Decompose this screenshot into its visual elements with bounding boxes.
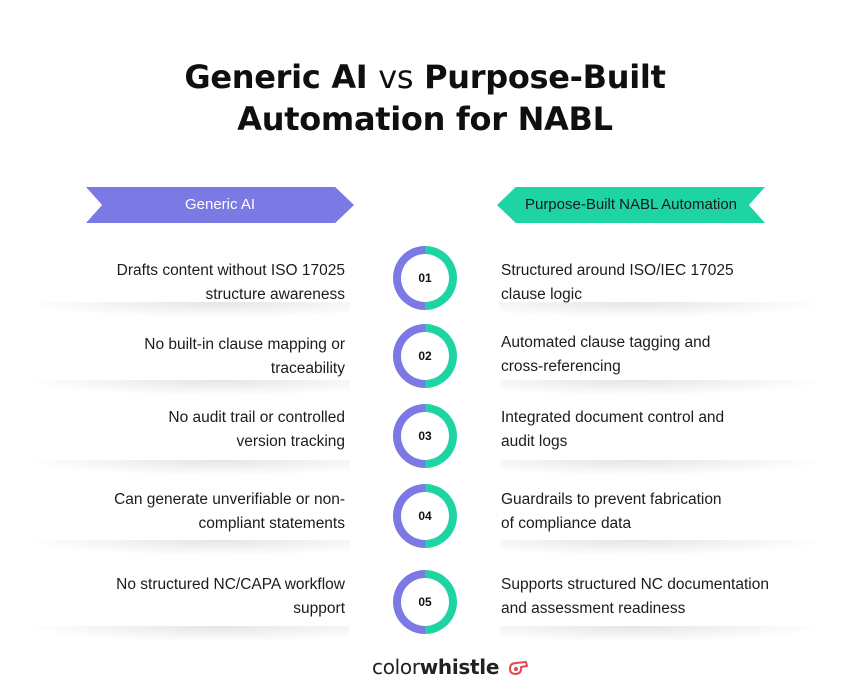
number-ring: 02 [393,324,457,388]
purpose-built-point: Integrated document control and audit lo… [501,406,791,454]
generic-ai-banner: Generic AI [86,187,354,223]
purpose-built-point: Supports structured NC documentation and… [501,573,791,621]
purpose-built-point: Automated clause tagging and cross-refer… [501,331,791,379]
title-generic-ai: Generic AI [184,58,368,96]
text-line: Automated clause tagging and [501,334,711,351]
number-ring: 01 [393,246,457,310]
text-line: Structured around ISO/IEC 17025 [501,262,734,279]
row-divider-right [500,380,830,396]
text-line: No structured NC/CAPA workflow [116,576,345,593]
purpose-built-point: Guardrails to prevent fabrication of com… [501,488,791,536]
number-ring: 05 [393,570,457,634]
logo-text-whistle: whistle [419,655,500,679]
row-divider-left [20,540,350,556]
purpose-built-banner: Purpose-Built NABL Automation [497,187,765,223]
generic-ai-point: No built-in clause mapping or traceabili… [85,333,345,381]
row-number: 01 [401,254,449,302]
whistle-icon [509,661,529,675]
row-divider-left [20,380,350,396]
text-line: and assessment readiness [501,600,686,617]
row-number: 05 [401,578,449,626]
text-line: Integrated document control and [501,409,725,426]
text-line: No audit trail or controlled [168,409,345,426]
row-number: 04 [401,492,449,540]
comparison-row-01: Drafts content without ISO 17025 structu… [0,238,850,318]
page-title: Generic AI vs Purpose-Built Automation f… [0,56,850,140]
row-divider-left [20,302,350,318]
text-line: support [293,600,345,617]
generic-ai-point: Can generate unverifiable or non- compli… [85,488,345,536]
row-divider-left [20,460,350,476]
generic-ai-point: No structured NC/CAPA workflow support [85,573,345,621]
text-line: traceability [270,360,345,377]
text-line: Can generate unverifiable or non- [114,491,345,508]
title-line-2: Automation for NABL [237,100,613,138]
number-ring: 04 [393,484,457,548]
comparison-row-02: No built-in clause mapping or traceabili… [0,316,850,396]
text-line: clause logic [501,286,582,303]
comparison-row-05: No structured NC/CAPA workflow support 0… [0,562,850,642]
text-line: Guardrails to prevent fabrication [501,491,722,508]
text-line: No built-in clause mapping or [144,336,345,353]
purpose-built-point: Structured around ISO/IEC 17025 clause l… [501,259,791,307]
generic-ai-point: Drafts content without ISO 17025 structu… [85,259,345,307]
text-line: structure awareness [205,286,345,303]
row-number: 02 [401,332,449,380]
title-line-1: Generic AI vs Purpose-Built [0,56,850,98]
generic-ai-point: No audit trail or controlled version tra… [85,406,345,454]
text-line: of compliance data [501,515,632,532]
row-divider-right [500,540,830,556]
row-divider-right [500,626,830,642]
row-number: 03 [401,412,449,460]
logo-text-color: color [372,655,420,679]
text-line: audit logs [501,433,568,450]
text-line: cross-referencing [501,358,621,375]
comparison-row-04: Can generate unverifiable or non- compli… [0,476,850,556]
title-purpose-built: Purpose-Built [424,58,666,96]
text-line: version tracking [236,433,345,450]
colorwhistle-logo: colorwhistle [372,655,529,679]
row-divider-right [500,302,830,318]
row-divider-right [500,460,830,476]
number-ring: 03 [393,404,457,468]
text-line: Drafts content without ISO 17025 [116,262,345,279]
comparison-row-03: No audit trail or controlled version tra… [0,396,850,476]
row-divider-left [20,626,350,642]
text-line: compliant statements [198,515,345,532]
title-vs: vs [378,58,414,96]
text-line: Supports structured NC documentation [501,576,769,593]
